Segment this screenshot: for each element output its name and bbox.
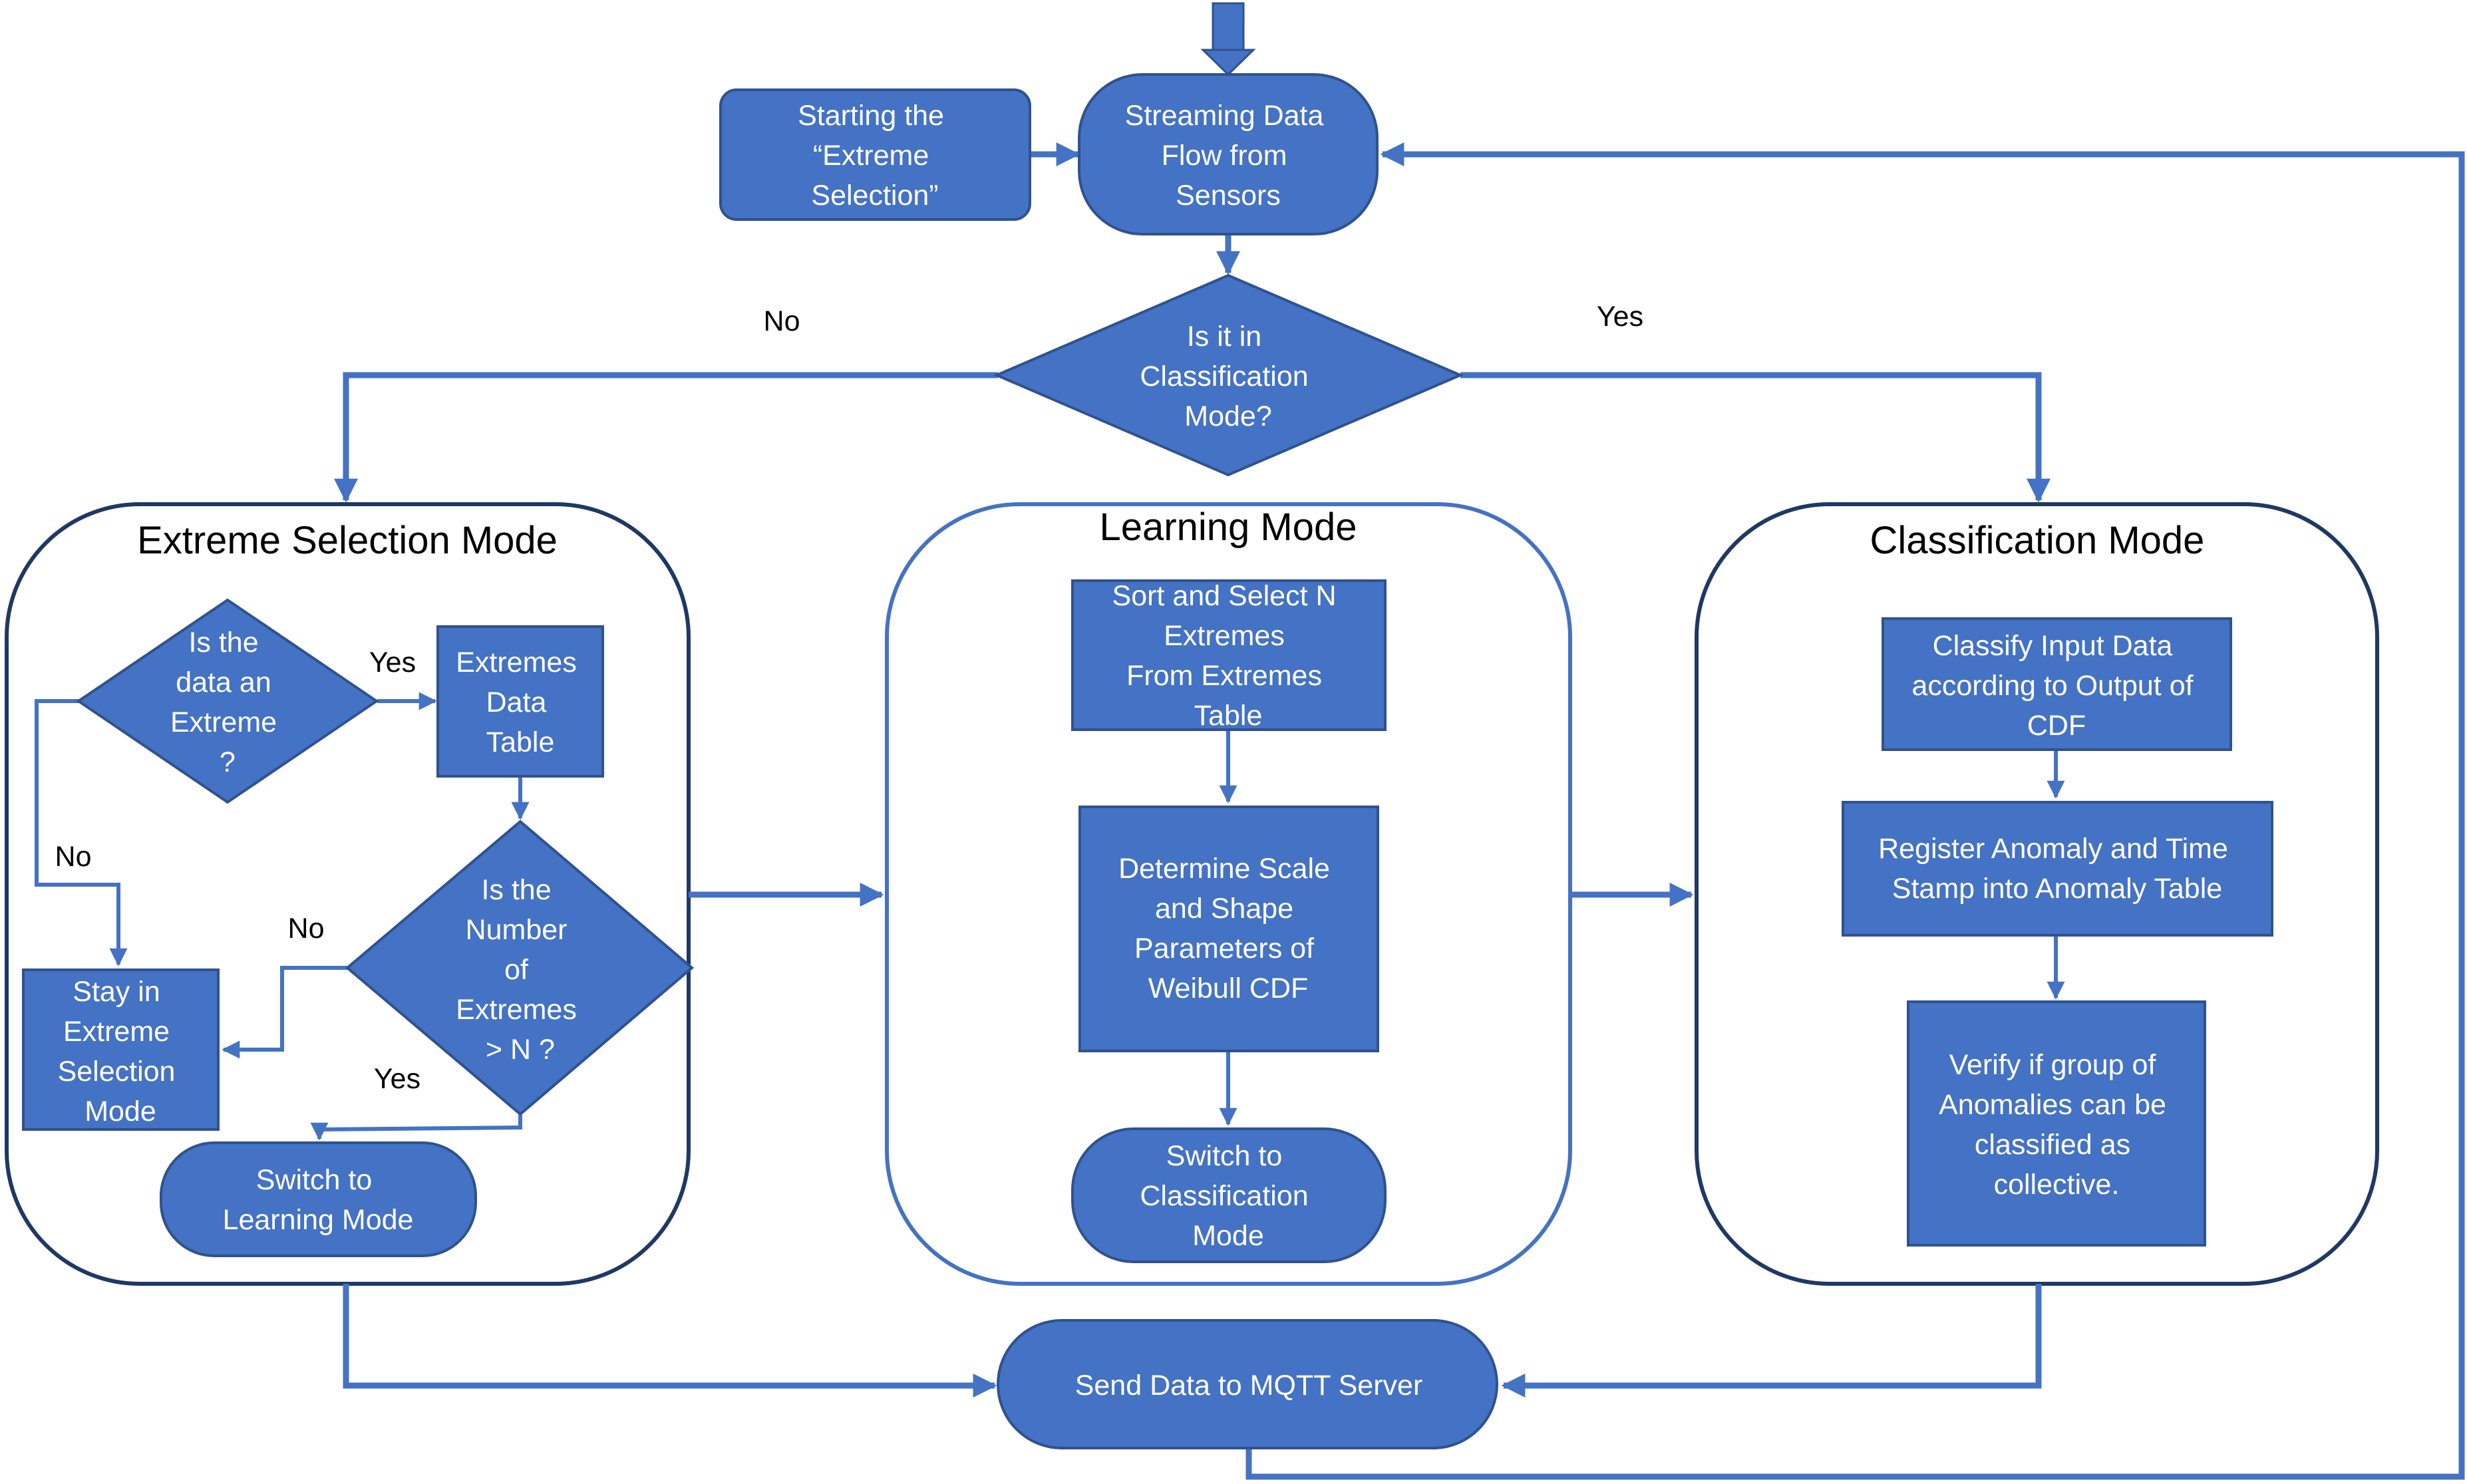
determine-line: Determine Scale bbox=[1118, 853, 1330, 885]
classify-input-data-box: Classify Input Data according to Output … bbox=[1882, 617, 2232, 751]
is-extreme-line: ? bbox=[220, 746, 236, 778]
switch-classification-line: Classification bbox=[1140, 1180, 1308, 1212]
classify-line: Classify Input Data bbox=[1933, 630, 2173, 662]
register-line: Stamp into Anomaly Table bbox=[1892, 873, 2222, 905]
number-check-line: Number bbox=[466, 914, 568, 946]
determine-line: Weibull CDF bbox=[1148, 972, 1309, 1004]
arrow-feedback-loop bbox=[1245, 142, 2465, 1480]
decision-no-label: No bbox=[764, 305, 800, 337]
switch-learning-line: Switch to bbox=[256, 1164, 372, 1196]
arrow-number-check-yes bbox=[310, 1115, 522, 1141]
stay-line: Selection bbox=[58, 1056, 176, 1088]
verify-line: Anomalies can be bbox=[1939, 1089, 2166, 1121]
svg-text:Is it in Classification: Is it in Classification Mode? bbox=[1140, 321, 1316, 432]
sort-select-line: Table bbox=[1194, 700, 1263, 732]
register-anomaly-box: Register Anomaly and Time Stamp into Ano… bbox=[1842, 801, 2273, 937]
determine-weibull-parameters-box: Determine Scale and Shape Parameters of … bbox=[1078, 806, 1379, 1052]
extremes-table-line: Data bbox=[486, 686, 547, 718]
streaming-line: Streaming Data bbox=[1125, 100, 1324, 132]
switch-learning-line: Learning Mode bbox=[223, 1204, 414, 1236]
is-extreme-line: data an bbox=[176, 667, 271, 698]
verify-line: Verify if group of bbox=[1949, 1049, 2157, 1081]
classification-mode-title: Classification Mode bbox=[1870, 519, 2205, 562]
streaming-data-node: Streaming Data Flow from Sensors bbox=[1078, 73, 1379, 235]
streaming-line: Flow from bbox=[1162, 140, 1287, 172]
number-check-yes-label: Yes bbox=[374, 1063, 420, 1095]
svg-text:Switch to Learning Mode: Switch to Learning Mode bbox=[223, 1164, 414, 1236]
decision-line: Is it in bbox=[1187, 321, 1261, 353]
svg-text:Streaming Data Flow from: Streaming Data Flow from Sensors bbox=[1125, 100, 1332, 212]
svg-text:Classify Input Data acco: Classify Input Data according to Output … bbox=[1911, 630, 2201, 742]
start-extreme-selection-box: Starting the “Extreme Selection” bbox=[719, 88, 1031, 221]
is-extreme-yes-label: Yes bbox=[369, 647, 416, 678]
number-check-no-label: No bbox=[288, 913, 325, 945]
svg-text:Stay in Extreme Se: Stay in Extreme Selection Mode bbox=[58, 976, 184, 1127]
stay-in-extreme-selection-box: Stay in Extreme Selection Mode bbox=[22, 968, 220, 1131]
number-check-line: Extremes bbox=[456, 994, 577, 1026]
stay-line: Stay in bbox=[73, 976, 160, 1008]
verify-line: collective. bbox=[1994, 1169, 2120, 1201]
classify-line: CDF bbox=[2027, 710, 2086, 742]
stay-line: Mode bbox=[84, 1096, 156, 1127]
svg-text:Switch to Classification: Switch to Classification Mode bbox=[1140, 1140, 1316, 1252]
svg-text:Sort and Select N Extrem: Sort and Select N Extremes From Extremes… bbox=[1112, 580, 1345, 732]
extreme-selection-title: Extreme Selection Mode bbox=[137, 519, 558, 562]
extremes-data-table-box: Extremes Data Table bbox=[436, 625, 604, 778]
svg-text:Verify if group of Anoma: Verify if group of Anomalies can be clas… bbox=[1939, 1049, 2174, 1201]
sort-select-extremes-box: Sort and Select N Extremes From Extremes… bbox=[1071, 579, 1387, 732]
start-box-line: Starting the bbox=[798, 100, 944, 132]
is-extreme-decision: Is the data an Extreme ? bbox=[76, 598, 379, 804]
sort-select-line: From Extremes bbox=[1126, 660, 1322, 692]
is-extreme-line: Extreme bbox=[170, 706, 277, 738]
sort-select-line: Extremes bbox=[1164, 620, 1285, 652]
arrow-extreme-to-send bbox=[343, 1284, 997, 1398]
start-box-line: Selection” bbox=[811, 180, 938, 212]
top-entry-arrow bbox=[1200, 2, 1256, 76]
arrow-classification-to-send bbox=[1501, 1284, 2042, 1398]
verify-line: classified as bbox=[1975, 1129, 2130, 1161]
verify-collective-anomalies-box: Verify if group of Anomalies can be clas… bbox=[1907, 1000, 2206, 1247]
switch-classification-line: Mode bbox=[1192, 1220, 1264, 1252]
stay-line: Extreme bbox=[63, 1016, 170, 1048]
is-extreme-line: Is the bbox=[188, 627, 258, 659]
svg-text:Extremes Data Tabl: Extremes Data Table bbox=[456, 647, 585, 758]
decision-yes-label: Yes bbox=[1597, 301, 1643, 333]
learning-mode-title: Learning Mode bbox=[1100, 506, 1357, 549]
svg-text:Is the data an Ext: Is the data an Extreme ? bbox=[170, 627, 285, 778]
decision-line: Mode? bbox=[1184, 400, 1271, 432]
start-box-line: “Extreme bbox=[813, 140, 929, 172]
arrow-is-extreme-no bbox=[35, 699, 128, 966]
is-extreme-no-label: No bbox=[55, 841, 92, 873]
streaming-line: Sensors bbox=[1176, 180, 1281, 212]
arrow-decision-no bbox=[334, 372, 998, 503]
number-check-line: Is the bbox=[481, 874, 551, 906]
classify-line: according to Output of bbox=[1911, 670, 2194, 702]
svg-text:Register Anomaly and Time: Register Anomaly and Time Stamp into Ano… bbox=[1878, 833, 2236, 905]
number-check-line: of bbox=[504, 954, 529, 986]
svg-text:Starting the “Extreme: Starting the “Extreme Selection” bbox=[798, 100, 952, 212]
decision-line: Classification bbox=[1140, 361, 1308, 392]
send-to-mqtt-node: Send Data to MQTT Server bbox=[997, 1319, 1498, 1449]
number-check-line: > N ? bbox=[486, 1034, 555, 1066]
register-line: Register Anomaly and Time bbox=[1878, 833, 2228, 865]
arrow-number-check-no bbox=[222, 966, 348, 1059]
arrow-decision-yes bbox=[1460, 372, 2051, 503]
determine-line: and Shape bbox=[1155, 893, 1293, 925]
determine-line: Parameters of bbox=[1134, 933, 1315, 965]
number-of-extremes-decision: Is the Number of Extremes > N ? bbox=[345, 819, 695, 1116]
extremes-table-line: Extremes bbox=[456, 647, 577, 678]
svg-text:Determine Scale and Shap: Determine Scale and Shape Parameters of … bbox=[1118, 853, 1338, 1004]
svg-text:Is the Number of: Is the Number of Extremes > N ? bbox=[456, 874, 585, 1066]
send-mqtt-label: Send Data to MQTT Server bbox=[1075, 1370, 1423, 1402]
extremes-table-line: Table bbox=[486, 726, 555, 758]
sort-select-line: Sort and Select N bbox=[1112, 580, 1337, 612]
switch-to-learning-node: Switch to Learning Mode bbox=[160, 1141, 477, 1257]
switch-classification-line: Switch to bbox=[1166, 1140, 1282, 1172]
classification-mode-decision: Is it in Classification Mode? bbox=[993, 273, 1464, 477]
switch-to-classification-node: Switch to Classification Mode bbox=[1071, 1127, 1387, 1263]
